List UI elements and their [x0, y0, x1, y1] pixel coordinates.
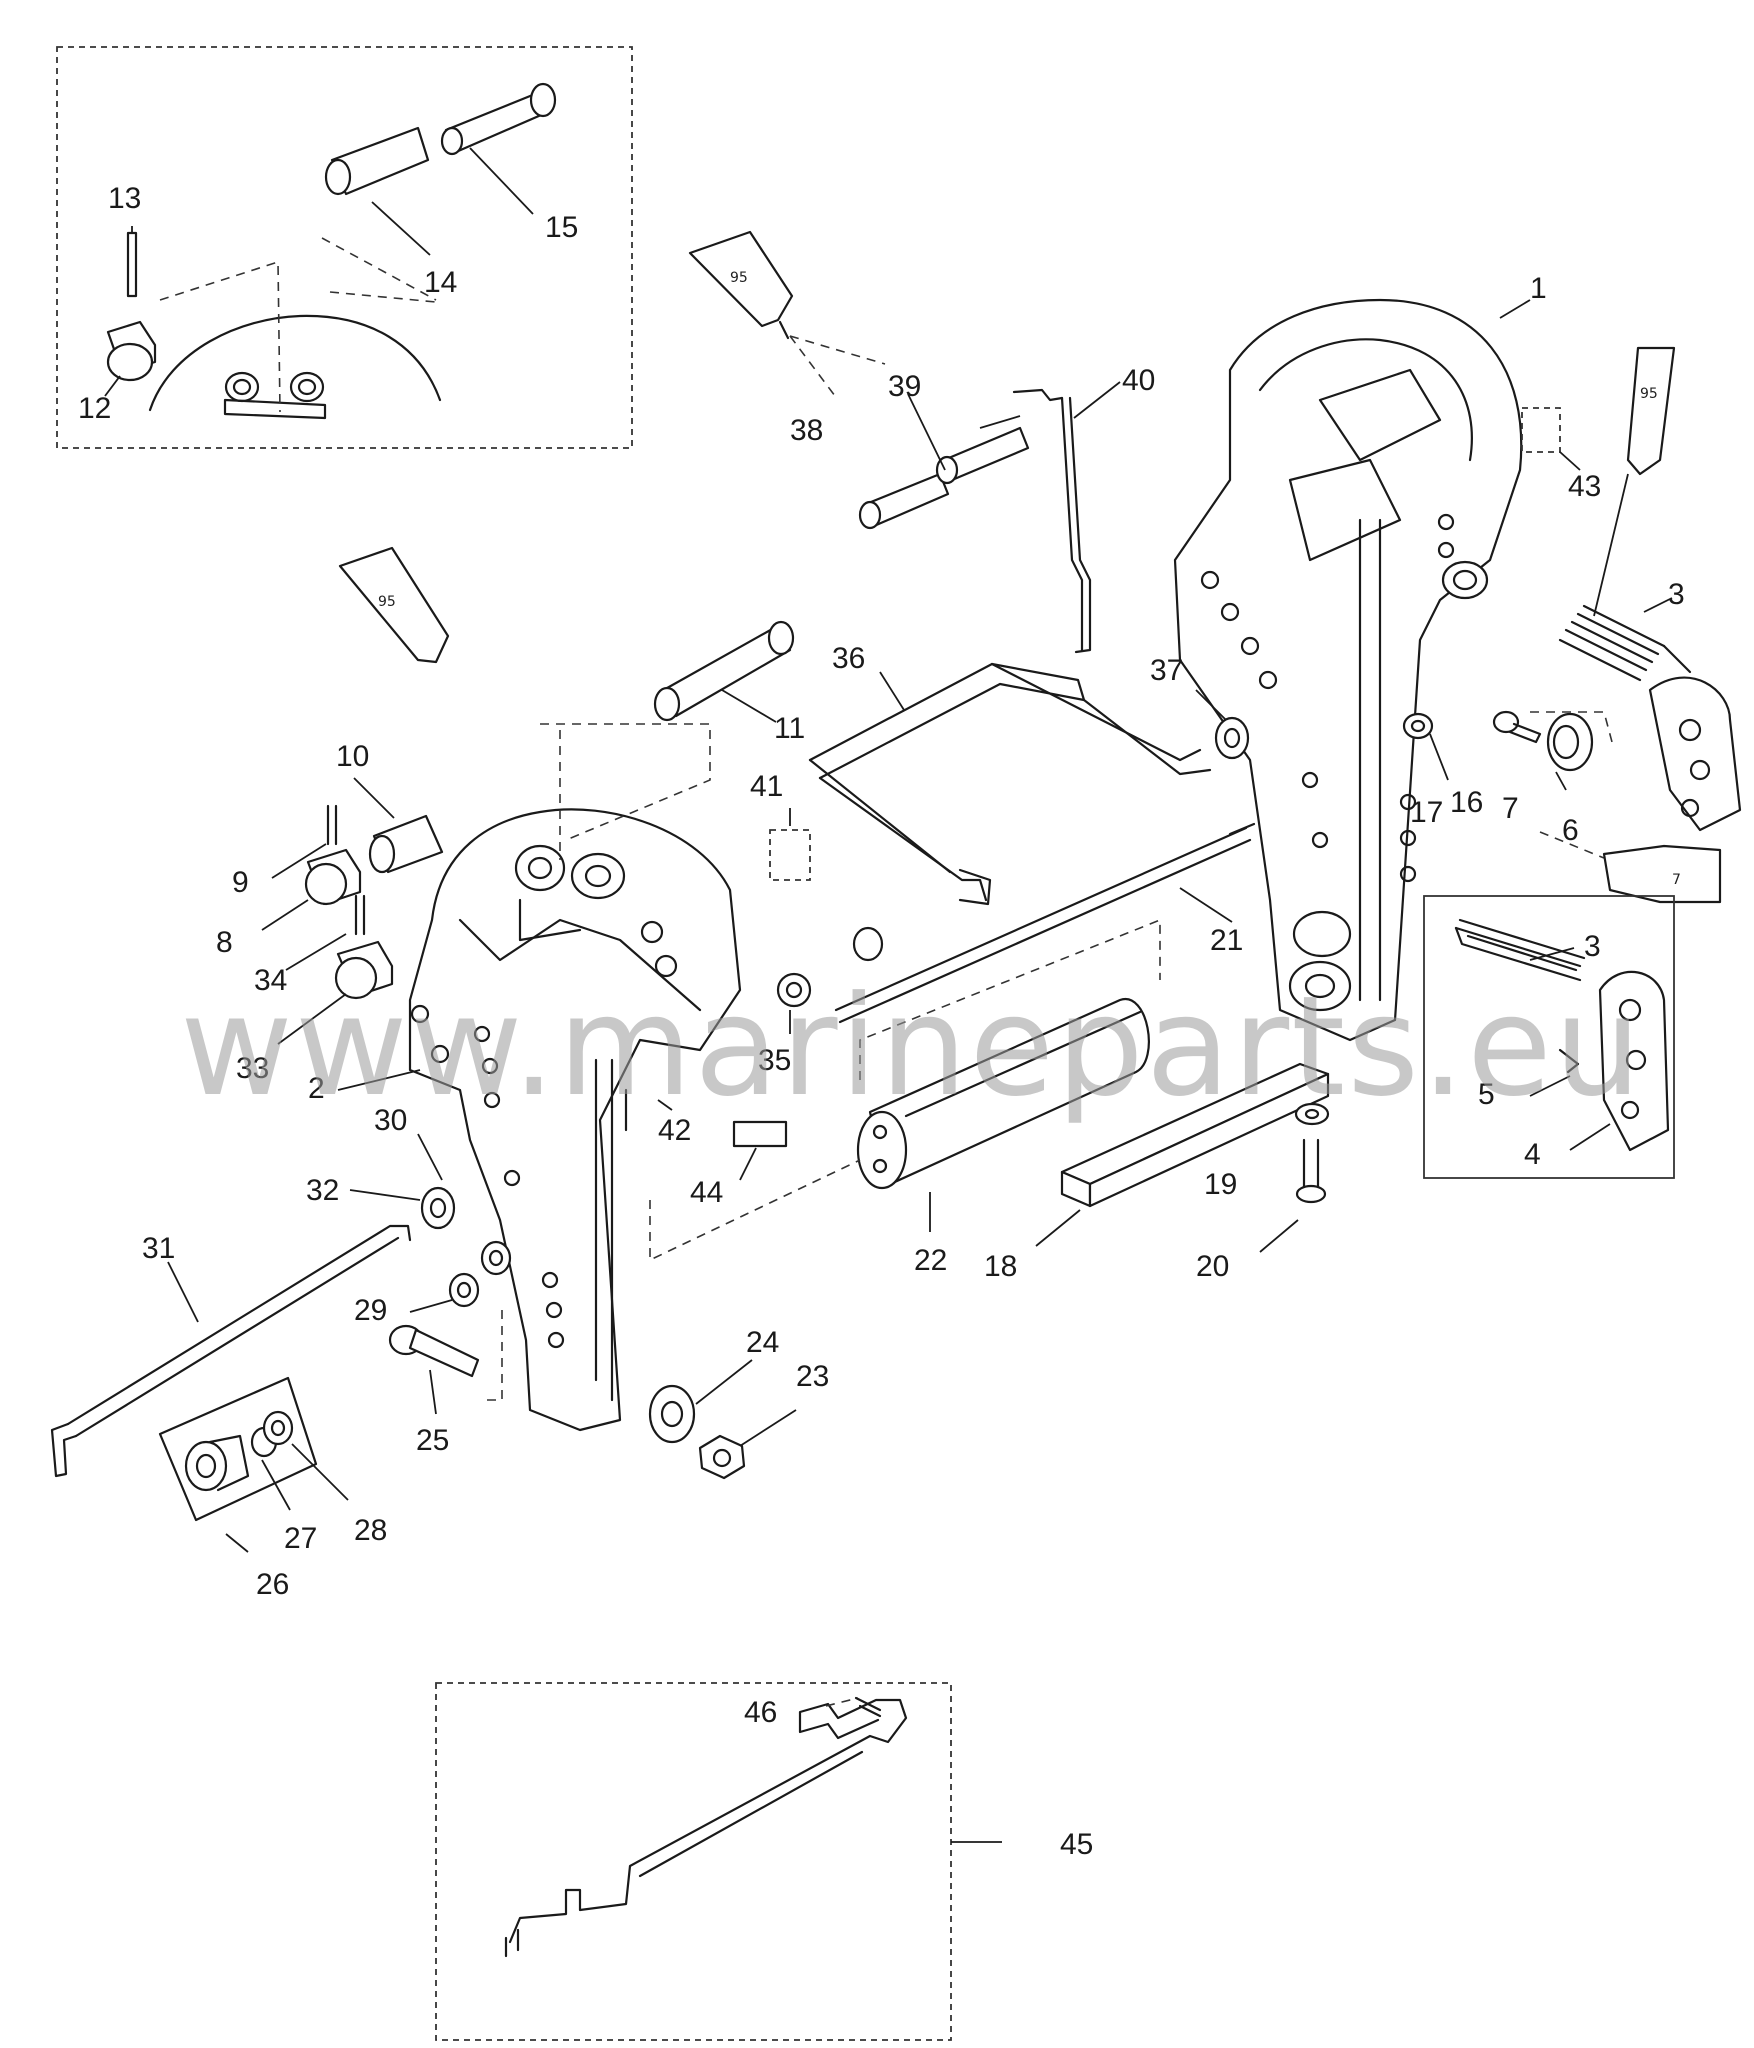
part-15-pin [440, 82, 557, 156]
callout-23: 23 [796, 1360, 829, 1393]
callout-33: 33 [236, 1052, 269, 1085]
callout-14: 14 [424, 266, 457, 299]
part-6-knob [1546, 712, 1594, 772]
part-30-washer [480, 1240, 512, 1276]
part-1-clamp-bracket [1173, 298, 1523, 1042]
callout-39: 39 [888, 370, 921, 403]
callout-17: 17 [1410, 796, 1443, 829]
part-14-sleeve [324, 126, 430, 196]
callout-9: 9 [232, 866, 249, 899]
callout-45: 45 [1060, 1828, 1093, 1861]
lubricant-tube-95-c: 95 [338, 546, 450, 664]
callout-36: 36 [832, 642, 865, 675]
watermark: www.marineparts.eu [180, 966, 1643, 1127]
svg-text:95: 95 [730, 270, 748, 286]
part-9-pin [326, 804, 338, 846]
callout-44: 44 [690, 1176, 723, 1209]
callout-1: 1 [1530, 272, 1547, 305]
part-3-spring [1558, 604, 1692, 682]
callout-24: 24 [746, 1326, 779, 1359]
part-29-washer [448, 1272, 480, 1308]
callout-41: 41 [750, 770, 783, 803]
callout-40: 40 [1122, 364, 1155, 397]
callout-30: 30 [374, 1104, 407, 1137]
callout-4: 4 [1524, 1138, 1541, 1171]
callout-10: 10 [336, 740, 369, 773]
detail-box-link: 46 [435, 1682, 952, 2041]
part-37-bushing [1214, 716, 1250, 760]
callout-25: 25 [416, 1424, 449, 1457]
callout-18: 18 [984, 1250, 1017, 1283]
callout-22: 22 [914, 1244, 947, 1277]
detail-box-pins: 12 13 14 15 [56, 46, 633, 449]
callout-42: 42 [658, 1114, 691, 1147]
callout-27: 27 [284, 1522, 317, 1555]
part-38-39-pin [858, 426, 1030, 530]
part-21-rod [834, 822, 1256, 1024]
callout-15: 15 [545, 211, 578, 244]
part-34-pin [354, 894, 366, 936]
callout-28: 28 [354, 1514, 387, 1547]
part-32-nut [420, 1186, 456, 1230]
callout-13: 13 [108, 182, 141, 215]
svg-text:7: 7 [1672, 872, 1681, 888]
callout-3b: 3 [1584, 930, 1601, 963]
callout-12: 12 [78, 392, 111, 425]
part-36-frame [808, 662, 1212, 906]
part-18-bar [1060, 1062, 1330, 1208]
part-35-nut [776, 972, 812, 1008]
part-40-rod [1012, 388, 1092, 654]
part-24-washer [648, 1384, 696, 1444]
callout-11: 11 [774, 712, 805, 745]
svg-text:95: 95 [1640, 386, 1658, 402]
callout-26: 26 [256, 1568, 289, 1601]
lubricant-tube-95-a: 95 [688, 230, 794, 340]
part-41-nut [852, 926, 884, 962]
callout-2: 2 [308, 1072, 325, 1105]
callout-35: 35 [758, 1044, 791, 1077]
callout-38: 38 [790, 414, 823, 447]
part-25-bolt [388, 1324, 480, 1378]
part-8-cap [304, 848, 362, 906]
callout-34: 34 [254, 964, 287, 997]
svg-text:95: 95 [378, 594, 396, 610]
callout-43: 43 [1568, 470, 1601, 503]
part-20-bolt [1295, 1138, 1327, 1204]
callout-29: 29 [354, 1294, 387, 1327]
part-2-clamp-bracket [408, 808, 742, 1432]
part-19-washer [1294, 1102, 1330, 1126]
part-16-nut [1402, 712, 1434, 740]
callout-16: 16 [1450, 786, 1483, 819]
lubricant-tube-95-b: 95 [1626, 346, 1676, 476]
detail-box-spring: 3 5 4 [1423, 895, 1675, 1179]
callout-21: 21 [1210, 924, 1243, 957]
part-4-tilt-plate [1648, 676, 1742, 832]
part-22-spacer [856, 997, 1150, 1190]
part-23-nut [698, 1434, 746, 1480]
part-31-rod [50, 1224, 412, 1478]
callout-7: 7 [1502, 792, 1519, 825]
part-33-cap [334, 940, 394, 1000]
part-7-tube: 7 [1602, 844, 1722, 904]
callout-5: 5 [1478, 1078, 1495, 1111]
callout-6: 6 [1562, 814, 1579, 847]
part-7-screw [1492, 710, 1542, 744]
callout-31: 31 [142, 1232, 175, 1265]
callout-46: 46 [744, 1696, 777, 1729]
part-12-cap [106, 320, 157, 382]
callout-37: 37 [1150, 654, 1183, 687]
part-11-shaft [653, 620, 795, 722]
callout-20: 20 [1196, 1250, 1229, 1283]
callout-8: 8 [216, 926, 233, 959]
callout-3: 3 [1668, 578, 1685, 611]
part-10-sleeve [368, 814, 444, 874]
part-26-bushing-kit [158, 1376, 318, 1522]
callout-32: 32 [306, 1174, 339, 1207]
callout-19: 19 [1204, 1168, 1237, 1201]
